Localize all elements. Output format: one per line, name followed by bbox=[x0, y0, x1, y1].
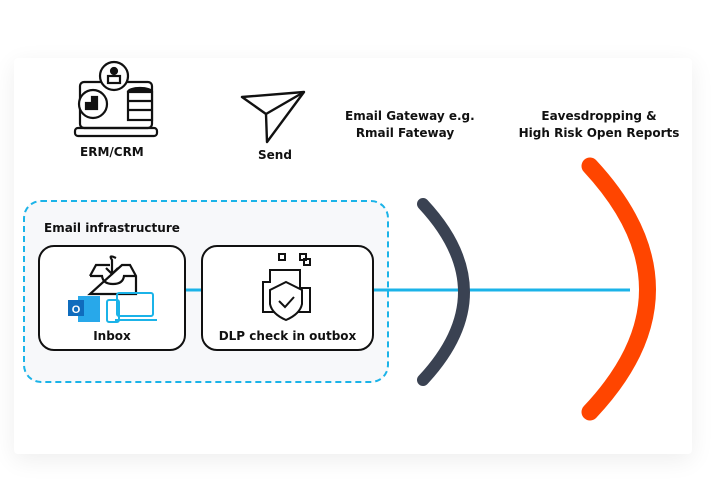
gateway-label-line2: Rmail Fateway bbox=[355, 126, 455, 140]
send-icon bbox=[240, 90, 306, 144]
dlp-shield-folder-icon bbox=[262, 253, 311, 322]
devices-icon bbox=[106, 292, 157, 323]
eavesdropping-label-line2: High Risk Open Reports bbox=[518, 126, 680, 140]
dlp-label: DLP check in outbox bbox=[218, 329, 357, 343]
eavesdropping-label: Eavesdropping & High Risk Open Reports bbox=[513, 108, 685, 142]
gateway-label: Email Gateway e.g. Rmail Fateway bbox=[345, 108, 475, 142]
erm-crm-label: ERM/CRM bbox=[80, 145, 144, 159]
send-label: Send bbox=[258, 148, 292, 162]
outlook-icon: O bbox=[68, 296, 100, 322]
inbox-label: Inbox bbox=[93, 329, 131, 343]
erm-crm-icon bbox=[73, 60, 159, 138]
email-infrastructure-label: Email infrastructure bbox=[44, 221, 180, 235]
inbox-box bbox=[38, 245, 186, 351]
eavesdropping-label-line1: Eavesdropping & bbox=[541, 109, 657, 123]
outlook-letter: O bbox=[72, 304, 81, 316]
risk-arc bbox=[581, 157, 656, 421]
inbox-tray-icon bbox=[87, 255, 138, 296]
gateway-label-line1: Email Gateway e.g. bbox=[345, 109, 475, 123]
gateway-arc bbox=[417, 198, 470, 386]
